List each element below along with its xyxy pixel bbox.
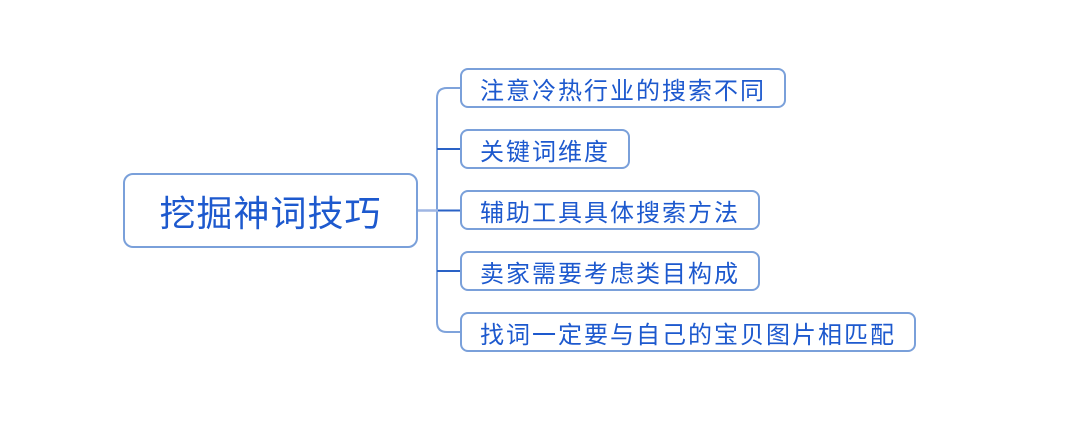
branch-node-2[interactable]: 关键词维度 (460, 129, 630, 169)
branch-node-4[interactable]: 卖家需要考虑类目构成 (460, 251, 760, 291)
branch-node-5[interactable]: 找词一定要与自己的宝贝图片相匹配 (460, 312, 916, 352)
branch-node-2-label: 关键词维度 (480, 139, 610, 166)
branch-node-5-label: 找词一定要与自己的宝贝图片相匹配 (480, 322, 896, 349)
trunk-connector (436, 87, 461, 333)
root-node[interactable]: 挖掘神词技巧 (123, 173, 418, 248)
branch-node-3[interactable]: 辅助工具具体搜索方法 (460, 190, 760, 230)
branch-node-1[interactable]: 注意冷热行业的搜索不同 (460, 68, 786, 108)
branch-node-4-label: 卖家需要考虑类目构成 (480, 261, 740, 288)
branch-node-1-label: 注意冷热行业的搜索不同 (480, 78, 766, 105)
branch-node-3-label: 辅助工具具体搜索方法 (480, 200, 740, 227)
root-node-label: 挖掘神词技巧 (159, 193, 382, 234)
